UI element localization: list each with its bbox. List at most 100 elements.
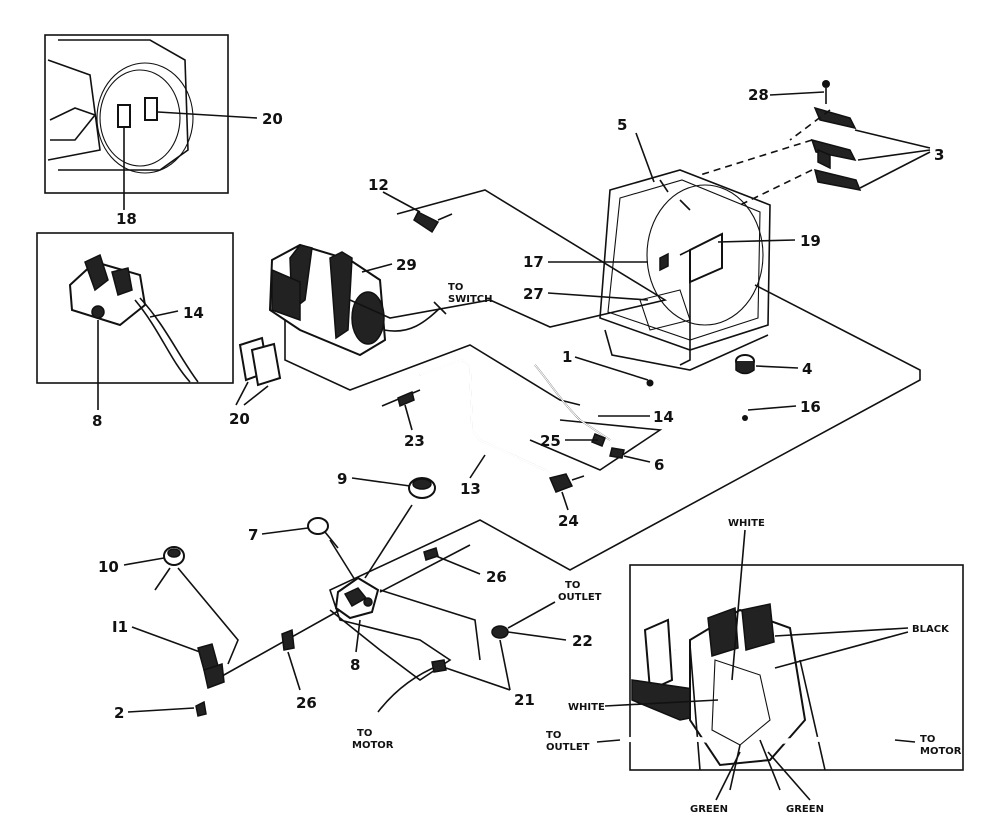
outline-lower xyxy=(329,284,921,681)
leader-22 xyxy=(507,631,567,641)
callout-14-inset: 14 xyxy=(183,304,204,322)
note-to-motor-2: MOTOR xyxy=(352,740,394,751)
leader-20-top xyxy=(157,111,258,119)
part-21-cord-end xyxy=(377,659,447,713)
note-to-outlet-2: OUTLET xyxy=(558,592,602,603)
label-to-outlet-inset-1: TO xyxy=(546,730,561,741)
callout-27: 27 xyxy=(523,285,544,303)
callout-28: 28 xyxy=(748,86,769,104)
leader-6 xyxy=(623,455,651,463)
alignment-dashes xyxy=(699,109,831,206)
leader-21-a xyxy=(499,639,511,691)
callout-4: 4 xyxy=(802,360,812,378)
leader-19 xyxy=(717,239,796,243)
leader-14-inset xyxy=(149,310,179,318)
part-26-sleeve-a xyxy=(281,628,295,651)
leader-26-a xyxy=(287,651,301,691)
leader-10-bracket xyxy=(154,567,239,665)
part-9-cap xyxy=(408,477,436,499)
part-11-fitting xyxy=(197,643,225,690)
leader-green-right xyxy=(767,751,811,801)
outline-switch xyxy=(379,589,481,661)
leader-white-left xyxy=(604,699,719,707)
label-to-outlet-inset-2: OUTLET xyxy=(546,742,590,753)
callout-10: 10 xyxy=(98,558,119,576)
leader-20-b xyxy=(243,385,269,406)
label-white-left: WHITE xyxy=(568,702,605,713)
callout-8: 8 xyxy=(350,656,360,674)
callout-20: 20 xyxy=(229,410,250,428)
wire-to-9 xyxy=(364,504,413,579)
callout-11: I1 xyxy=(112,618,128,636)
leader-3-a xyxy=(854,129,931,149)
label-green-right: GREEN xyxy=(786,804,824,815)
note-to-switch-2: SWITCH xyxy=(448,294,492,305)
callout-3: 3 xyxy=(934,146,944,164)
leader-9 xyxy=(351,477,411,487)
leader-7 xyxy=(261,527,309,535)
callout-22: 22 xyxy=(572,632,593,650)
leader-8-lower xyxy=(355,619,361,653)
callout-23: 23 xyxy=(404,432,425,450)
inset-switch-detail xyxy=(36,232,234,384)
part-12-screw xyxy=(413,210,453,234)
leader-27 xyxy=(547,292,649,301)
part-3-brackets xyxy=(810,80,862,191)
leader-white-top xyxy=(731,529,746,681)
leader-24 xyxy=(561,491,569,511)
wire-to-11 xyxy=(214,609,341,681)
leader-28 xyxy=(769,91,825,96)
note-to-outlet-1: TO xyxy=(565,580,580,591)
part-8-switch xyxy=(334,576,380,620)
callout-7: 7 xyxy=(248,526,258,544)
note-to-switch-1: TO xyxy=(448,282,463,293)
leader-black-a xyxy=(774,627,909,637)
callout-26-b: 26 xyxy=(486,568,507,586)
callout-17: 17 xyxy=(523,253,544,271)
callout-29: 29 xyxy=(396,256,417,274)
leader-16 xyxy=(747,405,797,411)
part-24-connector xyxy=(548,473,585,493)
leader-2 xyxy=(127,707,195,713)
part-7-ring xyxy=(307,517,339,549)
inset-wiring-detail xyxy=(596,564,964,791)
part-1-screw xyxy=(646,379,654,387)
leader-13 xyxy=(469,454,486,479)
callout-20-top: 20 xyxy=(262,110,283,128)
leader-3-b xyxy=(857,149,931,161)
callout-26-a: 26 xyxy=(296,694,317,712)
callout-16: 16 xyxy=(800,398,821,416)
callout-24: 24 xyxy=(558,512,579,530)
part-10-cap xyxy=(163,546,185,566)
part-5-frame xyxy=(599,169,771,371)
callout-2: 2 xyxy=(114,704,124,722)
label-black: BLACK xyxy=(912,624,950,635)
leader-29 xyxy=(361,263,393,273)
outline-upper xyxy=(349,189,668,328)
callout-8-inset: 8 xyxy=(92,412,102,430)
part-29-motor xyxy=(268,243,447,357)
inset-frame-detail xyxy=(44,34,229,194)
leader-black-b xyxy=(774,631,909,669)
callout-9: 9 xyxy=(337,470,347,488)
leader-1 xyxy=(574,356,649,381)
leader-3-c xyxy=(859,151,931,189)
callout-21: 21 xyxy=(514,691,535,709)
leader-11 xyxy=(131,626,201,653)
part-2-pin xyxy=(195,700,207,717)
leader-5 xyxy=(635,132,655,183)
wire-to-7 xyxy=(329,539,356,581)
part-26-sleeve-b xyxy=(423,547,439,561)
leader-10 xyxy=(123,557,165,566)
callout-5: 5 xyxy=(617,116,627,134)
leader-20-a xyxy=(235,381,249,406)
callout-6: 6 xyxy=(654,456,664,474)
leader-green-left xyxy=(715,751,741,801)
callout-12: 12 xyxy=(368,176,389,194)
part-13-tube xyxy=(381,358,561,481)
callout-1: 1 xyxy=(562,348,572,366)
label-green-left: GREEN xyxy=(690,804,728,815)
part-4-foot xyxy=(735,354,755,421)
label-to-motor-inset-2: MOTOR xyxy=(920,746,962,757)
